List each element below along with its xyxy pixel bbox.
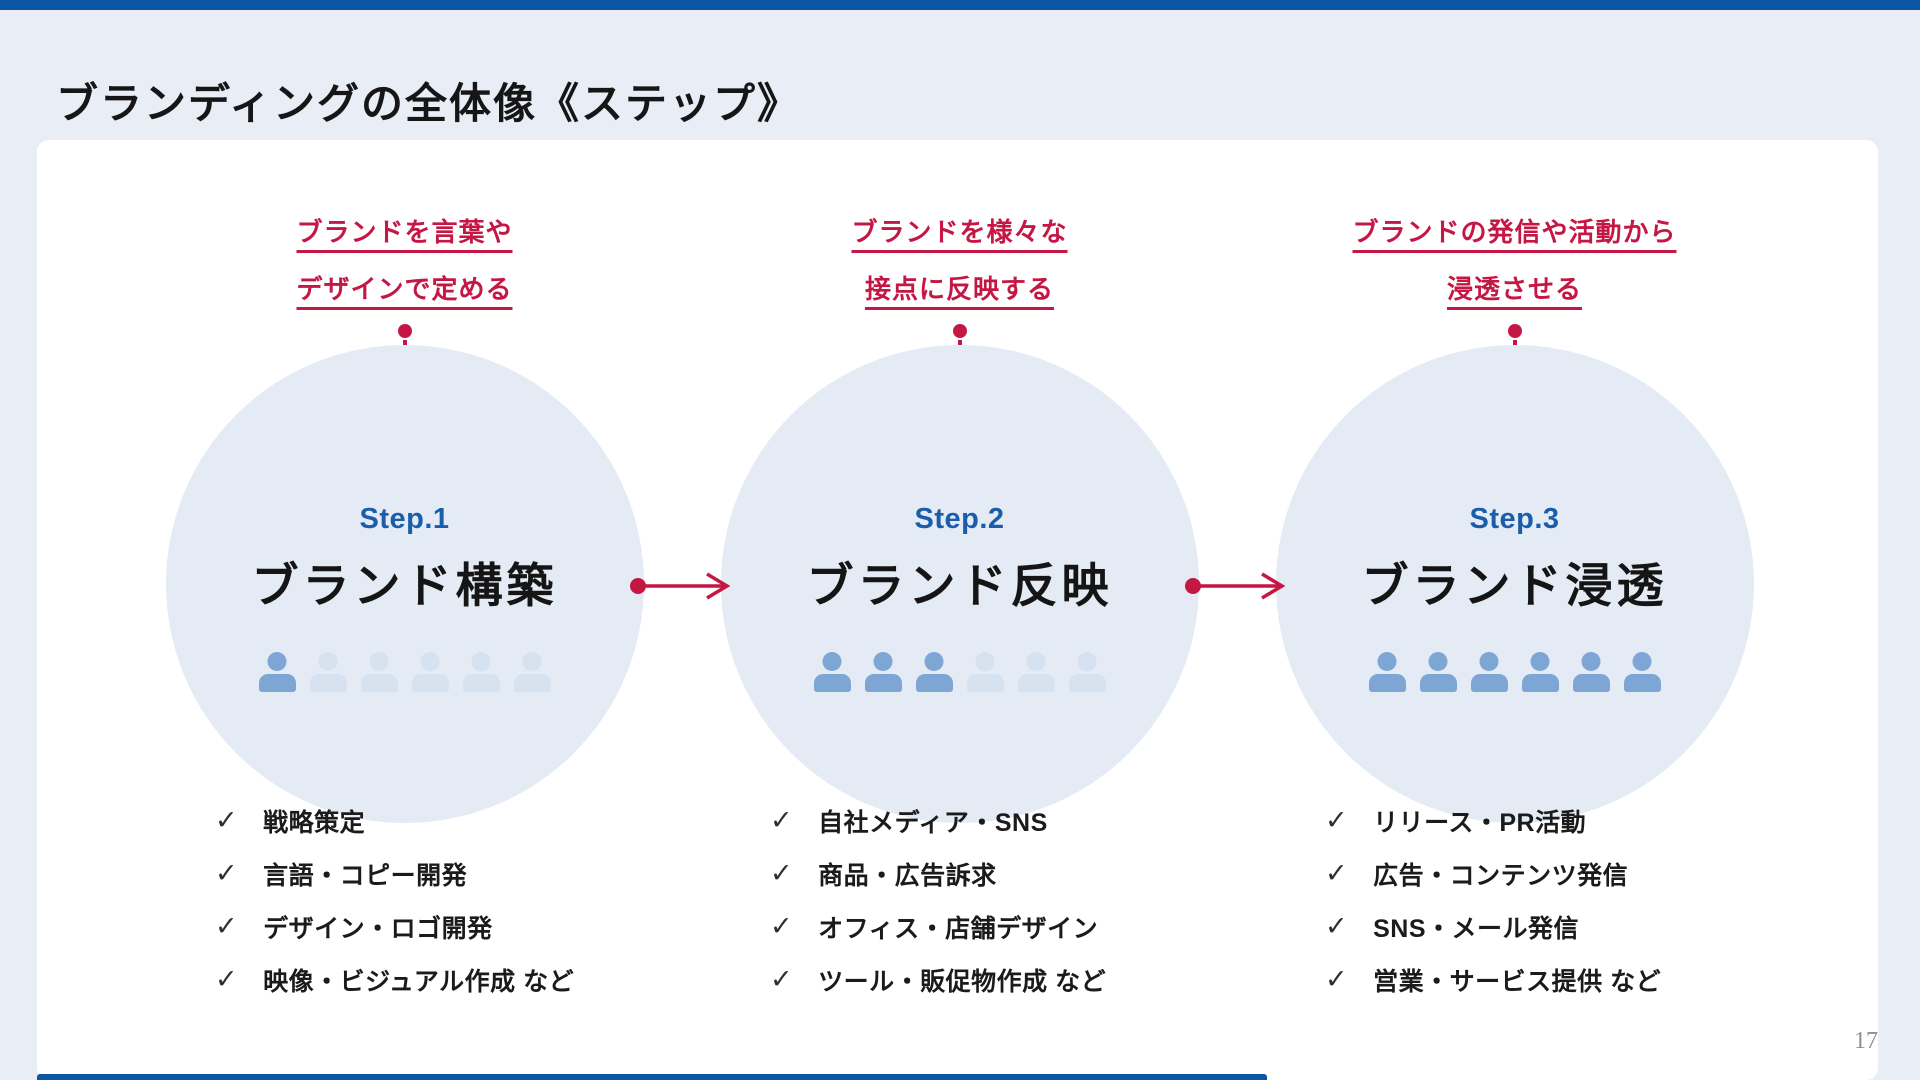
step-column-2: ブランドを様々な 接点に反映する Step.2 ブランド反映 ✓ 自社メディア・S… (682, 140, 1237, 1080)
step-label: Step.3 (1469, 503, 1560, 535)
check-icon: ✓ (1325, 911, 1349, 941)
check-icon: ✓ (770, 858, 794, 888)
step3-checklist: ✓ リリース・PR活動 ✓ 広告・コンテンツ発信 ✓ SNS・メール発信 ✓ 営業・サー… (1325, 794, 1661, 1006)
checklist-item: ✓ 言語・コピー開発 (215, 847, 574, 900)
arrow-step1-to-step2-icon (629, 571, 735, 601)
person-icon (864, 652, 902, 694)
checklist-item-label: 商品・広告訴求 (818, 861, 997, 890)
top-accent-bar (0, 0, 1920, 10)
person-icon (462, 652, 500, 694)
connector-dot-icon (397, 324, 412, 338)
people-icons (807, 652, 1113, 694)
step1-circle: Step.1 ブランド構築 (165, 345, 644, 823)
person-icon (1623, 652, 1661, 694)
caption-line: 接点に反映する (864, 274, 1054, 304)
person-icon (513, 652, 551, 694)
step-title: ブランド構築 (251, 559, 558, 612)
person-icon (915, 652, 953, 694)
person-icon (258, 652, 296, 694)
checklist-item: ✓ 広告・コンテンツ発信 (1325, 847, 1661, 900)
checklist-item-label: 営業・サービス提供 など (1373, 967, 1662, 996)
step-columns: ブランドを言葉や デザインで定める Step.1 ブランド構築 ✓ 戦略策定 ✓ 言… (127, 140, 1793, 1080)
checklist-item-label: 映像・ビジュアル作成 など (263, 967, 575, 996)
caption-line: ブランドの発信や活動から (1352, 217, 1677, 247)
checklist-item: ✓ 戦略策定 (215, 794, 574, 847)
check-icon: ✓ (215, 858, 239, 888)
checklist-item-label: 広告・コンテンツ発信 (1373, 861, 1629, 890)
person-icon (1572, 652, 1610, 694)
caption-line: 浸透させる (1446, 274, 1582, 304)
people-icons (252, 652, 558, 694)
check-icon: ✓ (1325, 858, 1349, 888)
step1-checklist: ✓ 戦略策定 ✓ 言語・コピー開発 ✓ デザイン・ロゴ開発 ✓ 映像・ビジュアル作成 な… (215, 794, 574, 1006)
checklist-item-label: 戦略策定 (263, 808, 366, 837)
step-title: ブランド反映 (806, 559, 1113, 612)
checklist-item-label: ツール・販促物作成 など (818, 967, 1107, 996)
checklist-item-label: 自社メディア・SNS (818, 808, 1048, 837)
checklist-item-label: リリース・PR活動 (1373, 808, 1587, 837)
caption-line: ブランドを言葉や (296, 217, 513, 247)
checklist-item: ✓ ツール・販促物作成 など (770, 953, 1106, 1006)
checklist-item: ✓ SNS・メール発信 (1325, 900, 1661, 953)
person-icon (1368, 652, 1406, 694)
check-icon: ✓ (770, 911, 794, 941)
connector-dot-icon (1507, 324, 1522, 338)
checklist-item-label: オフィス・店舗デザイン (818, 914, 1099, 943)
checklist-item: ✓ デザイン・ロゴ開発 (215, 900, 574, 953)
page-title: ブランディングの全体像《ステップ》 (56, 80, 802, 128)
person-icon (813, 652, 851, 694)
step2-circle: Step.2 ブランド反映 (720, 345, 1199, 823)
checklist-item: ✓ リリース・PR活動 (1325, 794, 1661, 847)
person-icon (309, 652, 347, 694)
person-icon (1017, 652, 1055, 694)
step3-circle: Step.3 ブランド浸透 (1275, 345, 1754, 823)
person-icon (411, 652, 449, 694)
step-column-1: ブランドを言葉や デザインで定める Step.1 ブランド構築 ✓ 戦略策定 ✓ 言… (127, 140, 682, 1080)
person-icon (360, 652, 398, 694)
person-icon (1419, 652, 1457, 694)
check-icon: ✓ (1325, 805, 1349, 835)
bottom-accent-bar (37, 1074, 1267, 1080)
caption-line: ブランドを様々な (851, 217, 1068, 247)
content-card: ブランドを言葉や デザインで定める Step.1 ブランド構築 ✓ 戦略策定 ✓ 言… (37, 140, 1878, 1080)
checklist-item: ✓ オフィス・店舗デザイン (770, 900, 1106, 953)
step-label: Step.2 (914, 503, 1005, 535)
checklist-item-label: デザイン・ロゴ開発 (263, 914, 493, 943)
step2-checklist: ✓ 自社メディア・SNS ✓ 商品・広告訴求 ✓ オフィス・店舗デザイン ✓ ツール・販… (770, 794, 1106, 1006)
step-column-3: ブランドの発信や活動から 浸透させる Step.3 ブランド浸透 ✓ リリース・P… (1237, 140, 1792, 1080)
checklist-item: ✓ 商品・広告訴求 (770, 847, 1106, 900)
step2-caption: ブランドを様々な 接点に反映する (682, 204, 1237, 318)
checklist-item-label: 言語・コピー開発 (263, 861, 468, 890)
page-number: 17 (1854, 1028, 1878, 1054)
person-icon (1470, 652, 1508, 694)
check-icon: ✓ (770, 964, 794, 994)
check-icon: ✓ (1325, 964, 1349, 994)
check-icon: ✓ (215, 911, 239, 941)
step1-caption: ブランドを言葉や デザインで定める (127, 204, 682, 318)
checklist-item: ✓ 営業・サービス提供 など (1325, 953, 1661, 1006)
checklist-item: ✓ 自社メディア・SNS (770, 794, 1106, 847)
person-icon (966, 652, 1004, 694)
check-icon: ✓ (215, 805, 239, 835)
people-icons (1362, 652, 1668, 694)
step-label: Step.1 (359, 503, 450, 535)
checklist-item-label: SNS・メール発信 (1373, 914, 1580, 943)
person-icon (1068, 652, 1106, 694)
checklist-item: ✓ 映像・ビジュアル作成 など (215, 953, 574, 1006)
person-icon (1521, 652, 1559, 694)
check-icon: ✓ (770, 805, 794, 835)
check-icon: ✓ (215, 964, 239, 994)
connector-dot-icon (952, 324, 967, 338)
arrow-step2-to-step3-icon (1184, 571, 1290, 601)
step-title: ブランド浸透 (1361, 559, 1668, 612)
step3-caption: ブランドの発信や活動から 浸透させる (1237, 204, 1792, 318)
caption-line: デザインで定める (296, 274, 513, 304)
